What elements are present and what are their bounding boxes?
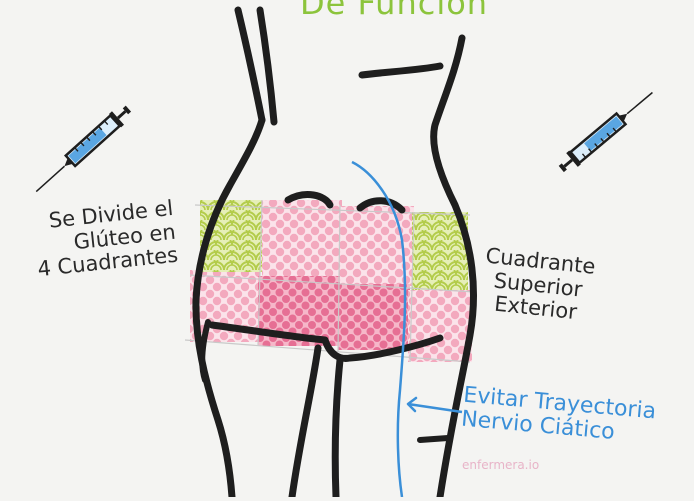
quadrant-right-lower-outer <box>408 290 472 362</box>
page-title: De Función <box>300 0 488 22</box>
right-label: Cuadrante Superior Exterior <box>475 244 602 327</box>
quadrant-left-upper-inner <box>262 200 342 280</box>
syringe-icon-left <box>30 102 134 198</box>
quadrant-right-lower-inner <box>338 284 410 350</box>
syringe-icon-right <box>555 86 658 176</box>
watermark: enfermera.io <box>462 458 539 472</box>
